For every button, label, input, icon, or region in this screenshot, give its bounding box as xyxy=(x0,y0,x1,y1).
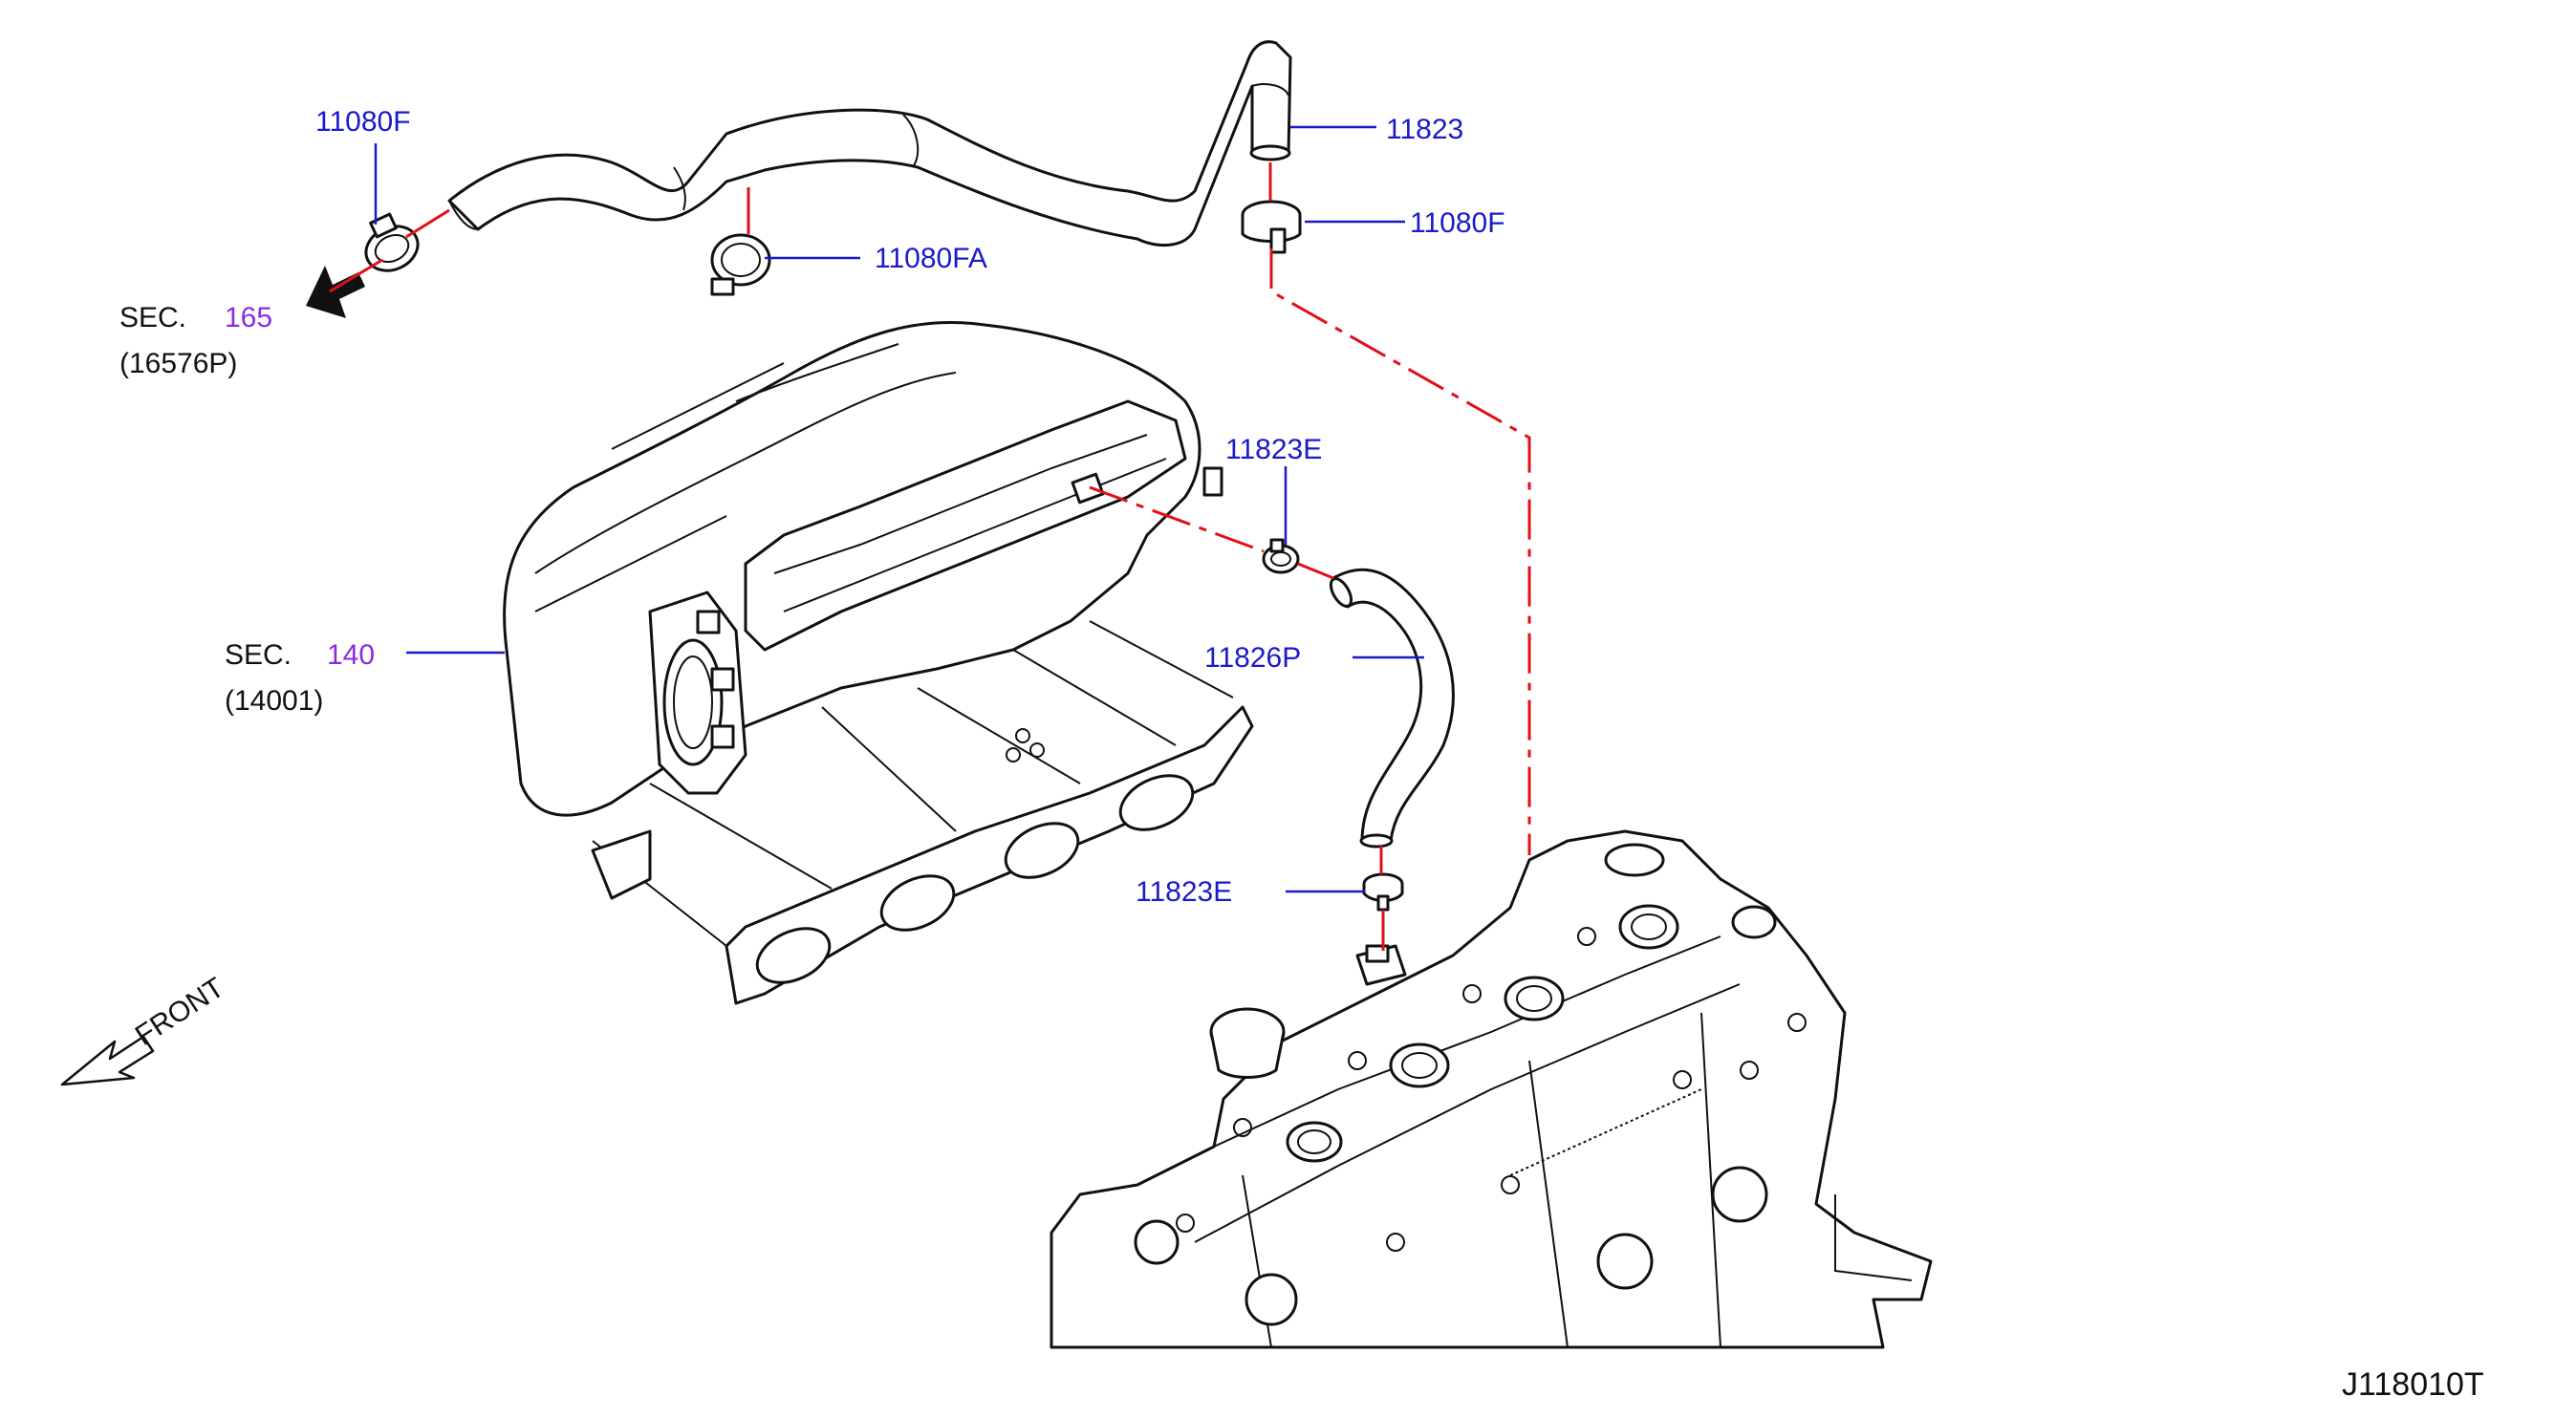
section-140-ref: SEC. 140 (14001) xyxy=(225,639,375,717)
section-140-prefix: SEC. xyxy=(225,639,292,671)
label-hose-middle: 11826P xyxy=(1204,642,1301,674)
clamp-11823e-lower-drawing xyxy=(1362,872,1404,912)
label-clamp-top-left: 11080F xyxy=(315,106,411,138)
intake-manifold-drawing xyxy=(503,321,1254,1005)
clamp-11080fa-drawing xyxy=(710,233,771,296)
label-hose-top: 11823 xyxy=(1386,114,1463,145)
clamp-11823e-upper-drawing xyxy=(1262,538,1300,574)
clamp-11080f-right-drawing xyxy=(1241,200,1302,254)
front-arrow: FRONT xyxy=(60,972,230,1086)
arrow-to-sec-165 xyxy=(306,266,365,318)
section-165-number: 165 xyxy=(225,302,272,333)
front-label: FRONT xyxy=(130,972,230,1052)
section-165-ref: SEC. 165 (16576P) xyxy=(119,302,272,379)
hose-11826p-drawing xyxy=(1329,568,1455,849)
label-clamp-lower-small: 11823E xyxy=(1136,876,1232,908)
label-clamp-top-right: 11080F xyxy=(1410,207,1505,239)
cylinder-head-drawing xyxy=(1050,829,1933,1349)
hose-11823-drawing xyxy=(447,40,1292,247)
diagram-code: J118010T xyxy=(2342,1366,2484,1403)
clamp-11080f-left-drawing xyxy=(364,212,420,272)
section-165-part-ref: (16576P) xyxy=(119,348,237,379)
leader-lines xyxy=(374,125,1424,893)
label-clamp-upper-small: 11823E xyxy=(1225,434,1322,465)
section-165-prefix: SEC. xyxy=(119,302,186,333)
connection-lines xyxy=(329,162,1531,951)
section-140-number: 140 xyxy=(327,639,375,671)
section-140-part-ref: (14001) xyxy=(225,685,323,717)
label-clamp-mid: 11080FA xyxy=(875,243,987,274)
